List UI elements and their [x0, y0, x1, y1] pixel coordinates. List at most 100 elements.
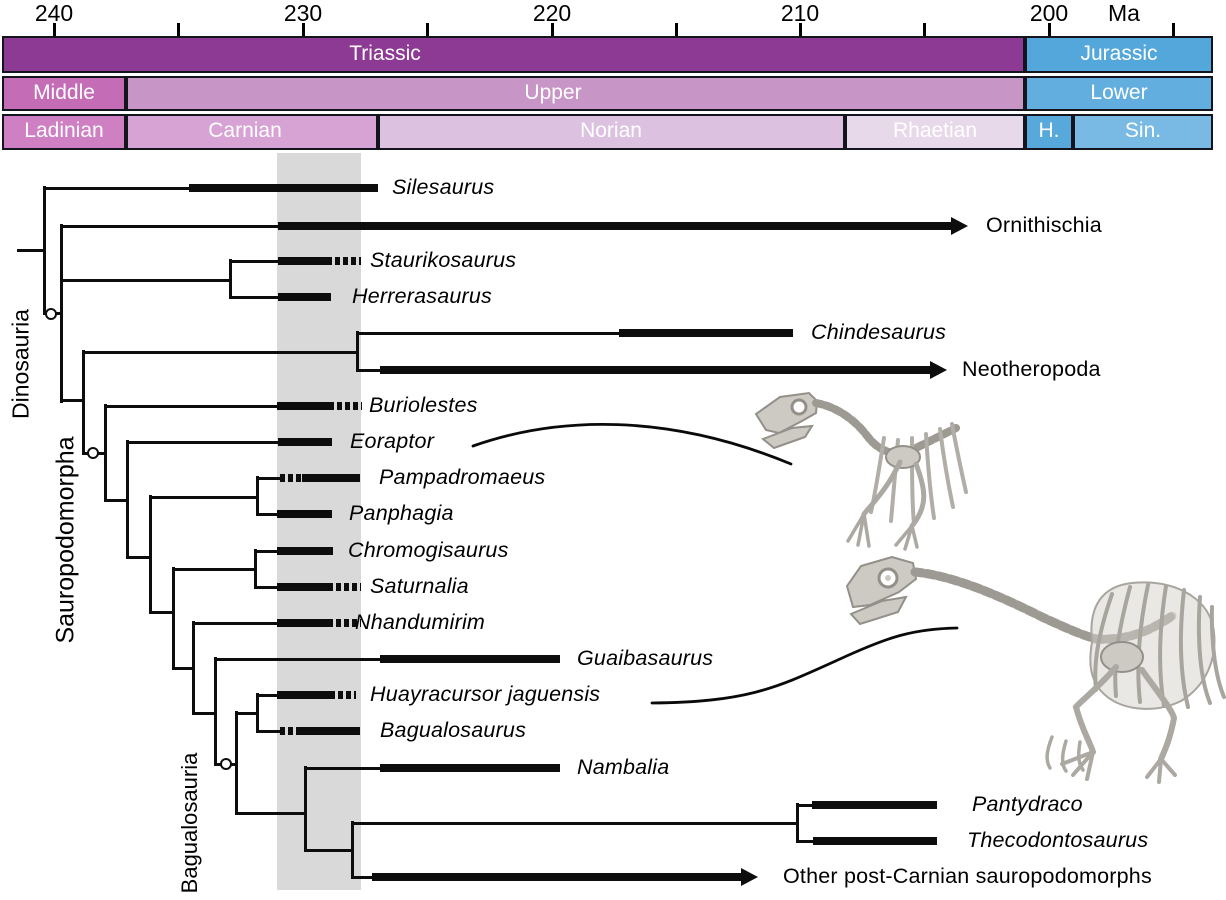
- timescale-segment-label: Middle: [33, 80, 95, 104]
- huayracursor-skeleton-illustration: [845, 555, 1226, 784]
- timescale-segment-ladinian: Ladinian: [2, 114, 126, 150]
- tree-branch-line: [235, 711, 258, 715]
- taxon-range-bar-huayracursor-jaguensis: [277, 691, 335, 699]
- axis-minor-tick: [674, 23, 678, 36]
- taxon-range-bar-guaibasaurus: [380, 655, 560, 663]
- tree-node-line: [59, 224, 63, 403]
- taxon-stem-silesaurus: [44, 186, 191, 190]
- taxon-range-bar-buriolestes: [277, 402, 334, 410]
- tree-branch-line: [17, 248, 45, 252]
- taxon-label-neotheropoda: Neotheropoda: [962, 357, 1101, 381]
- timescale-segment-label: Carnian: [208, 119, 282, 143]
- taxon-range-bar-herrerasaurus: [278, 293, 331, 301]
- taxon-stem-ornithischia: [61, 224, 280, 228]
- tree-branch-line: [126, 555, 151, 559]
- clade-node-circle: [220, 758, 232, 770]
- timescale-segment-upper: Upper: [126, 76, 1025, 111]
- clade-node-circle: [45, 308, 57, 320]
- taxon-range-bar-pantydraco: [812, 801, 937, 809]
- taxon-label-ornithischia: Ornithischia: [986, 213, 1102, 237]
- taxon-label-chindesaurus: Chindesaurus: [811, 320, 947, 344]
- eoraptor-pointer-curve: [471, 423, 793, 466]
- tree-branch-line: [82, 350, 358, 354]
- axis-minor-tick: [1171, 23, 1175, 36]
- tree-branch-line: [235, 811, 306, 815]
- tree-node-line: [234, 711, 238, 815]
- taxon-range-dashes-buriolestes: [337, 402, 362, 410]
- tree-node-line: [42, 186, 46, 315]
- taxon-range-bar-chindesaurus: [619, 329, 793, 337]
- timescale-segment-middle: Middle: [2, 76, 126, 111]
- taxon-range-dashes-pampadromaeus: [280, 474, 302, 482]
- tree-node-line: [303, 766, 307, 852]
- taxon-stem-guaibasaurus: [215, 657, 382, 661]
- taxon-stem-neotheropoda: [357, 368, 382, 372]
- taxon-range-bar-other-post-carnian-sauropodomorphs: [372, 873, 742, 881]
- timescale-segment-label: Sin.: [1124, 119, 1162, 143]
- taxon-label-herrerasaurus: Herrerasaurus: [352, 284, 493, 308]
- axis-minor-tick: [176, 23, 180, 36]
- taxon-stem-saturnalia: [255, 585, 279, 589]
- taxon-arrowhead-ornithischia: [951, 217, 968, 235]
- tree-branch-line: [60, 278, 231, 282]
- taxon-range-bar-silesaurus: [189, 184, 378, 192]
- timescale-segment-rhaetian: Rhaetian: [845, 114, 1025, 150]
- tree-node-line: [355, 331, 359, 372]
- axis-tick: [798, 23, 802, 36]
- timescale-segment-label: Jurassic: [1080, 41, 1158, 65]
- tree-branch-line: [304, 848, 353, 852]
- taxon-range-bar-ornithischia: [278, 222, 952, 230]
- tree-node-line: [103, 404, 107, 502]
- tree-node-line: [350, 821, 354, 879]
- tree-branch-line: [192, 711, 216, 715]
- taxon-label-buriolestes: Buriolestes: [369, 393, 478, 417]
- clade-node-circle: [87, 447, 99, 459]
- axis-tick-label: 230: [283, 0, 323, 26]
- taxon-arrowhead-neotheropoda: [930, 361, 947, 379]
- tree-node-line: [255, 476, 259, 516]
- timescale-segment-sin: Sin.: [1073, 114, 1213, 150]
- taxon-range-bar-nambalia: [380, 764, 560, 772]
- taxon-label-nhandumirim: Nhandumirim: [355, 610, 486, 634]
- clade-label-bagualosauria: Bagualosauria: [177, 752, 202, 894]
- taxon-label-eoraptor: Eoraptor: [350, 429, 435, 453]
- axis-tick-label: 210: [780, 0, 820, 26]
- clade-label-sauropodomorpha: Sauropodomorpha: [51, 436, 80, 644]
- tree-node-line: [125, 440, 129, 559]
- timescale-segment-label: H.: [1038, 119, 1060, 143]
- taxon-label-chromogisaurus: Chromogisaurus: [348, 538, 509, 562]
- taxon-label-huayracursor-jaguensis: Huayracursor jaguensis: [370, 682, 601, 706]
- taxon-range-dashes-huayracursor-jaguensis: [338, 691, 356, 699]
- taxon-stem-panphagia: [257, 512, 279, 516]
- tree-node-line: [255, 693, 259, 733]
- taxon-range-bar-staurikosaurus: [278, 257, 332, 265]
- taxon-range-bar-thecodontosaurus: [813, 837, 937, 845]
- tree-node-line: [191, 621, 195, 715]
- timescale-segment-label: Norian: [580, 119, 642, 143]
- taxon-stem-eoraptor: [127, 440, 280, 444]
- taxon-label-other-post-carnian-sauropodomorphs: Other post-Carnian sauropodomorphs: [783, 864, 1152, 888]
- taxon-range-bar-nhandumirim: [277, 619, 333, 627]
- timescale-segment-h: H.: [1025, 114, 1073, 150]
- taxon-stem-other-post-carnian-sauropodomorphs: [352, 875, 374, 879]
- axis-tick: [1047, 23, 1051, 36]
- taxon-label-thecodontosaurus: Thecodontosaurus: [967, 828, 1149, 852]
- taxon-range-bar-saturnalia: [277, 583, 333, 591]
- taxon-range-dashes-saturnalia: [336, 583, 361, 591]
- axis-tick-label: 240: [34, 0, 74, 26]
- taxon-arrowhead-other-post-carnian-sauropodomorphs: [741, 868, 758, 886]
- tree-branch-line: [60, 398, 84, 402]
- taxon-range-bar-pampadromaeus: [302, 474, 360, 482]
- tree-branch-line: [149, 610, 174, 614]
- taxon-label-pampadromaeus: Pampadromaeus: [379, 465, 546, 489]
- taxon-range-bar-neotheropoda: [380, 366, 932, 374]
- timescale-segment-label: Ladinian: [24, 119, 104, 143]
- timescale-segment-lower: Lower: [1025, 76, 1213, 111]
- taxon-range-dashes-nhandumirim: [336, 619, 361, 627]
- taxon-range-dashes-bagualosaurus: [280, 727, 297, 735]
- axis-tick: [52, 23, 56, 36]
- tree-node-line: [148, 495, 152, 614]
- axis-tick-label: 200: [1029, 0, 1069, 26]
- taxon-stem-bagualosaurus: [257, 729, 283, 733]
- tree-node-line: [81, 350, 85, 455]
